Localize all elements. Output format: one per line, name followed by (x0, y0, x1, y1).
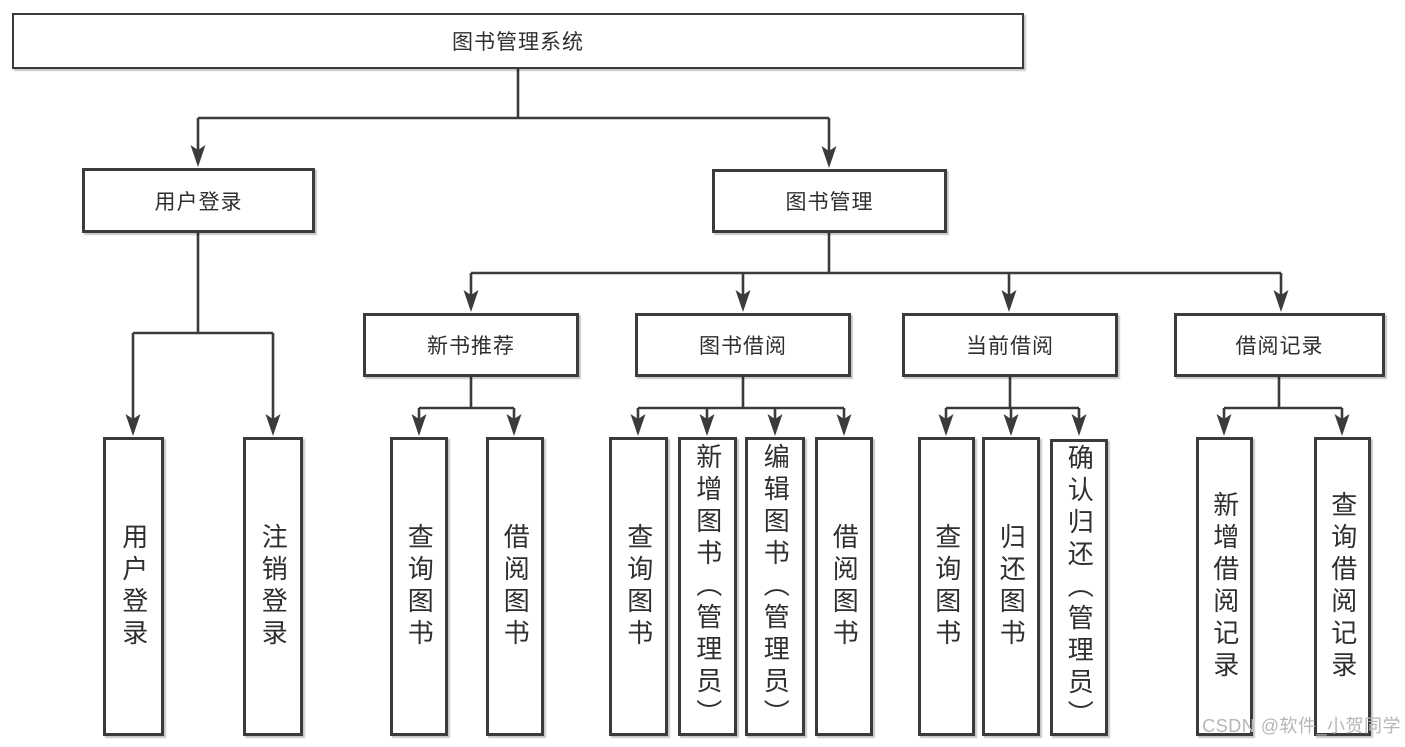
leaf-label: 查询图书 (623, 522, 654, 651)
node-label: 图书管理 (785, 191, 874, 214)
leaf-recommend-borrow-book: 借阅图书 (486, 437, 544, 736)
leaf-current-query-book: 查询图书 (918, 437, 975, 736)
leaf-label: 查询图书 (404, 522, 435, 651)
node-current-borrowing: 当前借阅 (902, 313, 1118, 377)
leaf-current-return-book: 归还图书 (982, 437, 1040, 736)
leaf-label: 用户登录 (118, 522, 149, 651)
leaf-logout: 注销登录 (243, 437, 303, 736)
leaf-label: 借阅图书 (829, 522, 860, 651)
tree-edges (131, 69, 1344, 420)
leaf-label: 查询借阅记录 (1327, 490, 1358, 683)
leaf-label: 确认归还（管理员） (1064, 443, 1095, 732)
node-label: 用户登录 (154, 190, 243, 214)
node-user-login: 用户登录 (82, 168, 315, 233)
node-new-book-recommendation: 新书推荐 (363, 313, 579, 377)
node-library-management-system: 图书管理系统 (12, 13, 1024, 69)
leaf-borrowing-query-book: 查询图书 (609, 437, 668, 736)
node-label: 当前借阅 (966, 335, 1054, 358)
leaf-label: 注销登录 (258, 522, 289, 651)
leaf-label: 新增图书（管理员） (692, 442, 723, 731)
node-borrowing-records: 借阅记录 (1174, 313, 1385, 377)
node-book-borrowing: 图书借阅 (635, 313, 851, 377)
arrowheads (125, 145, 1350, 436)
csdn-watermark: CSDN @软件_小贺同学 (1202, 716, 1401, 736)
leaf-label: 编辑图书（管理员） (760, 442, 791, 731)
leaf-records-add-record: 新增借阅记录 (1196, 437, 1253, 736)
leaf-label: 归还图书 (996, 522, 1027, 651)
leaf-recommend-query-book: 查询图书 (390, 437, 448, 736)
leaf-borrowing-borrow-book: 借阅图书 (815, 437, 873, 736)
leaf-records-query-record: 查询借阅记录 (1314, 437, 1371, 736)
node-label: 新书推荐 (427, 335, 515, 358)
leaf-label: 查询图书 (931, 522, 962, 651)
leaf-label: 新增借阅记录 (1209, 490, 1240, 683)
leaf-borrowing-add-book-admin: 新增图书（管理员） (678, 437, 737, 736)
node-label: 图书管理系统 (452, 31, 584, 54)
leaf-current-confirm-return-admin: 确认归还（管理员） (1050, 439, 1108, 736)
leaf-user-login: 用户登录 (103, 437, 164, 736)
node-label: 借阅记录 (1235, 335, 1324, 358)
node-book-management: 图书管理 (712, 169, 947, 233)
leaf-label: 借阅图书 (500, 522, 531, 651)
leaf-borrowing-edit-book-admin: 编辑图书（管理员） (745, 437, 805, 736)
node-label: 图书借阅 (699, 335, 787, 358)
